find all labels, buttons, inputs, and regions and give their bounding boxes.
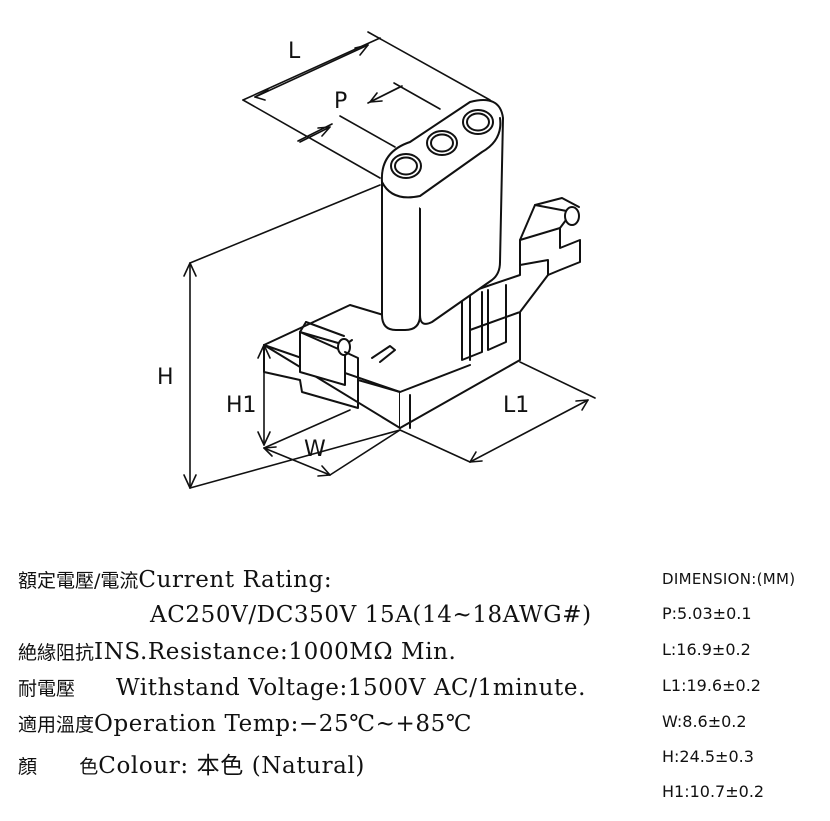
dimension-row: P:5.03±0.1: [662, 604, 752, 623]
spec-label-zh: 適用溫度: [18, 714, 95, 736]
spec-label-zh: 絶緣阻抗: [18, 642, 95, 664]
right-bracket: [461, 197, 581, 361]
left-latch: [299, 321, 396, 386]
base-housing: [263, 291, 521, 429]
spec-value: INS.Resistance:1000MΩ Min.: [94, 639, 457, 665]
spec-value: Withstand Voltage:1500V AC/1minute.: [116, 675, 586, 701]
spec-label-zh: 額定電壓/電流: [18, 570, 139, 592]
spec-label-zh: 顏 色: [18, 756, 99, 778]
dimension-row: W:8.6±0.2: [662, 712, 747, 731]
spec-row-withstand-voltage: 耐電壓 Withstand Voltage:1500V AC/1minute.: [18, 674, 586, 708]
spec-row-current-values: AC250V/DC350V 15A(14~18AWG#): [150, 602, 592, 636]
spec-value: AC250V/DC350V 15A(14~18AWG#): [150, 602, 592, 628]
dimension-row: L:16.9±0.2: [662, 640, 751, 659]
dimension-row: L1:19.6±0.2: [662, 676, 761, 695]
dimension-labels: L P H H1 W L1: [157, 39, 529, 462]
label-H: H: [157, 365, 174, 390]
dimension-lines: [183, 31, 596, 489]
spec-row-colour: 顏 色Colour: 本色 (Natural): [18, 746, 365, 780]
spec-row-insulation-resistance: 絶緣阻抗INS.Resistance:1000MΩ Min.: [18, 638, 456, 672]
spec-row-operation-temp: 適用溫度Operation Temp:−25℃~+85℃: [18, 710, 472, 744]
label-L: L: [288, 39, 301, 64]
spec-value: Current Rating:: [138, 567, 333, 593]
spec-row-current-rating: 額定電壓/電流Current Rating:: [18, 566, 332, 600]
label-H1: H1: [226, 393, 257, 418]
spec-label-zh: 耐電壓: [18, 678, 76, 700]
connector-technical-drawing: L P H H1 W L1: [157, 31, 596, 489]
spec-value: Colour: 本色 (Natural): [98, 753, 366, 779]
dimension-row: H:24.5±0.3: [662, 747, 754, 766]
label-W: W: [304, 437, 326, 462]
label-P: P: [334, 89, 347, 114]
upper-front-face: [381, 181, 421, 331]
dimension-row: H1:10.7±0.2: [662, 782, 765, 801]
spec-value: Operation Temp:−25℃~+85℃: [94, 711, 473, 737]
upper-housing: [380, 99, 504, 331]
dimension-heading: DIMENSION:(MM): [662, 570, 796, 588]
label-L1: L1: [503, 393, 529, 418]
